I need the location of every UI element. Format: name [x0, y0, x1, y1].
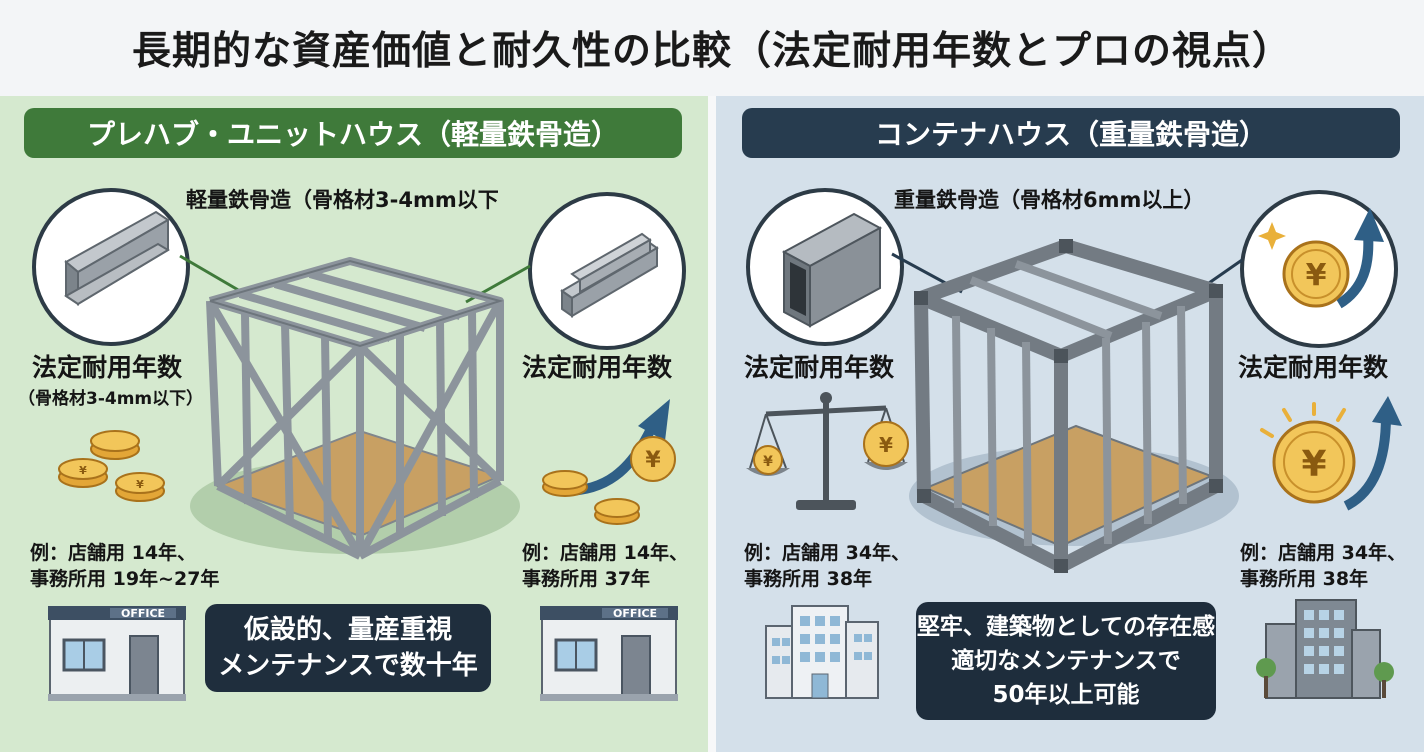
container-summary-line3: 50年以上可能 [992, 682, 1140, 708]
office-sign-right: OFFICE [613, 607, 657, 620]
example-left-line2: 事務所用 19年~27年 [30, 568, 220, 590]
svg-text:¥: ¥ [763, 454, 773, 470]
yen-growth-icon-right: ¥ [1258, 208, 1384, 309]
office-sign-left: OFFICE [121, 607, 165, 620]
svg-text:¥: ¥ [1306, 258, 1327, 293]
svg-text:¥: ¥ [1301, 444, 1326, 485]
example-left-heavy: 例：店舗用 34年、 事務所用 38年 [744, 540, 910, 592]
yen-coin-growth-icon: ¥ [1260, 396, 1402, 511]
container-summary-line1: 堅牢、建築物としての存在感 [916, 614, 1216, 640]
prefab-summary-line2: メンテナンスで数十年 [218, 651, 478, 681]
prefab-header: プレハブ・ユニットハウス（軽量鉄骨造） [24, 108, 682, 158]
example-left-heavy-line1: 例：店舗用 34年、 [744, 542, 911, 564]
panel-divider [708, 96, 716, 752]
yen-coin-stack-icon: ¥ ¥ [58, 430, 165, 502]
svg-text:¥: ¥ [136, 478, 144, 491]
example-right-heavy-line1: 例：店舗用 34年、 [1240, 542, 1407, 564]
useful-life-label-right: 法定耐用年数 [522, 353, 673, 382]
heavy-beam-detail-circle [746, 188, 904, 346]
balance-scale-icon: ¥ ¥ [746, 392, 909, 510]
example-left-line1: 例：店舗用 14年、 [30, 542, 197, 564]
useful-life-label-left: 法定耐用年数 [32, 353, 183, 382]
example-right-heavy: 例：店舗用 34年、 事務所用 38年 [1240, 540, 1406, 592]
example-right-heavy-line2: 事務所用 38年 [1240, 568, 1369, 590]
prefab-panel: プレハブ・ユニットハウス（軽量鉄骨造） 軽量鉄骨造（骨格材3-4mm以下 [0, 96, 708, 752]
angle-steel-icon [560, 232, 659, 318]
svg-text:¥: ¥ [879, 433, 893, 457]
example-left-heavy-line2: 事務所用 38年 [744, 568, 873, 590]
light-steel-frame-illustration [179, 254, 531, 560]
example-right: 例：店舗用 14年、 事務所用 37年 [522, 540, 688, 592]
prefab-summary-box: 仮設的、量産重視 メンテナンスで数十年 [205, 604, 491, 692]
prefab-summary-line1: 仮設的、量産重視 [243, 615, 452, 645]
office-unit-icon: OFFICE [48, 606, 186, 701]
light-beam-detail-circle [32, 188, 190, 346]
square-tube-icon [781, 212, 883, 328]
example-left: 例：店舗用 14年、 事務所用 19年~27年 [30, 540, 219, 592]
page-title: 長期的な資産価値と耐久性の比較（法定耐用年数とプロの視点） [131, 29, 1292, 74]
heavy-steel-label: 重量鉄骨造（骨格材6mm以上） [894, 188, 1205, 212]
title-bar: 長期的な資産価値と耐久性の比較（法定耐用年数とプロの視点） [0, 0, 1424, 96]
yen-growth-detail-circle: ¥ [1240, 190, 1398, 348]
example-right-line2: 事務所用 37年 [522, 568, 651, 590]
office-building-with-trees-icon [1256, 599, 1394, 699]
container-header: コンテナハウス（重量鉄骨造） [742, 108, 1400, 158]
sparkle-icon [1258, 222, 1286, 250]
container-summary-box: 堅牢、建築物としての存在感 適切なメンテナンスで 50年以上可能 [916, 602, 1216, 720]
useful-life-note-left: （骨格材3-4mm以下） [18, 389, 204, 409]
light-steel-label: 軽量鉄骨造（骨格材3-4mm以下 [186, 188, 499, 212]
svg-text:¥: ¥ [645, 448, 661, 473]
heavy-steel-frame-illustration [891, 239, 1243, 573]
container-panel: コンテナハウス（重量鉄骨造） 重量鉄骨造（骨格材6mm以上） ¥ [716, 96, 1424, 752]
office-building-icon [765, 605, 879, 699]
example-right-line1: 例：店舗用 14年、 [522, 542, 689, 564]
svg-text:¥: ¥ [79, 464, 87, 477]
container-summary-line2: 適切なメンテナンスで [951, 648, 1181, 674]
c-channel-icon [64, 210, 170, 306]
yen-growth-icon: ¥ [542, 399, 676, 525]
light-beam-detail-circle-right [528, 192, 686, 350]
useful-life-label-right-heavy: 法定耐用年数 [1238, 353, 1389, 382]
office-unit-icon-right: OFFICE [540, 606, 678, 701]
useful-life-label-left-heavy: 法定耐用年数 [744, 353, 895, 382]
